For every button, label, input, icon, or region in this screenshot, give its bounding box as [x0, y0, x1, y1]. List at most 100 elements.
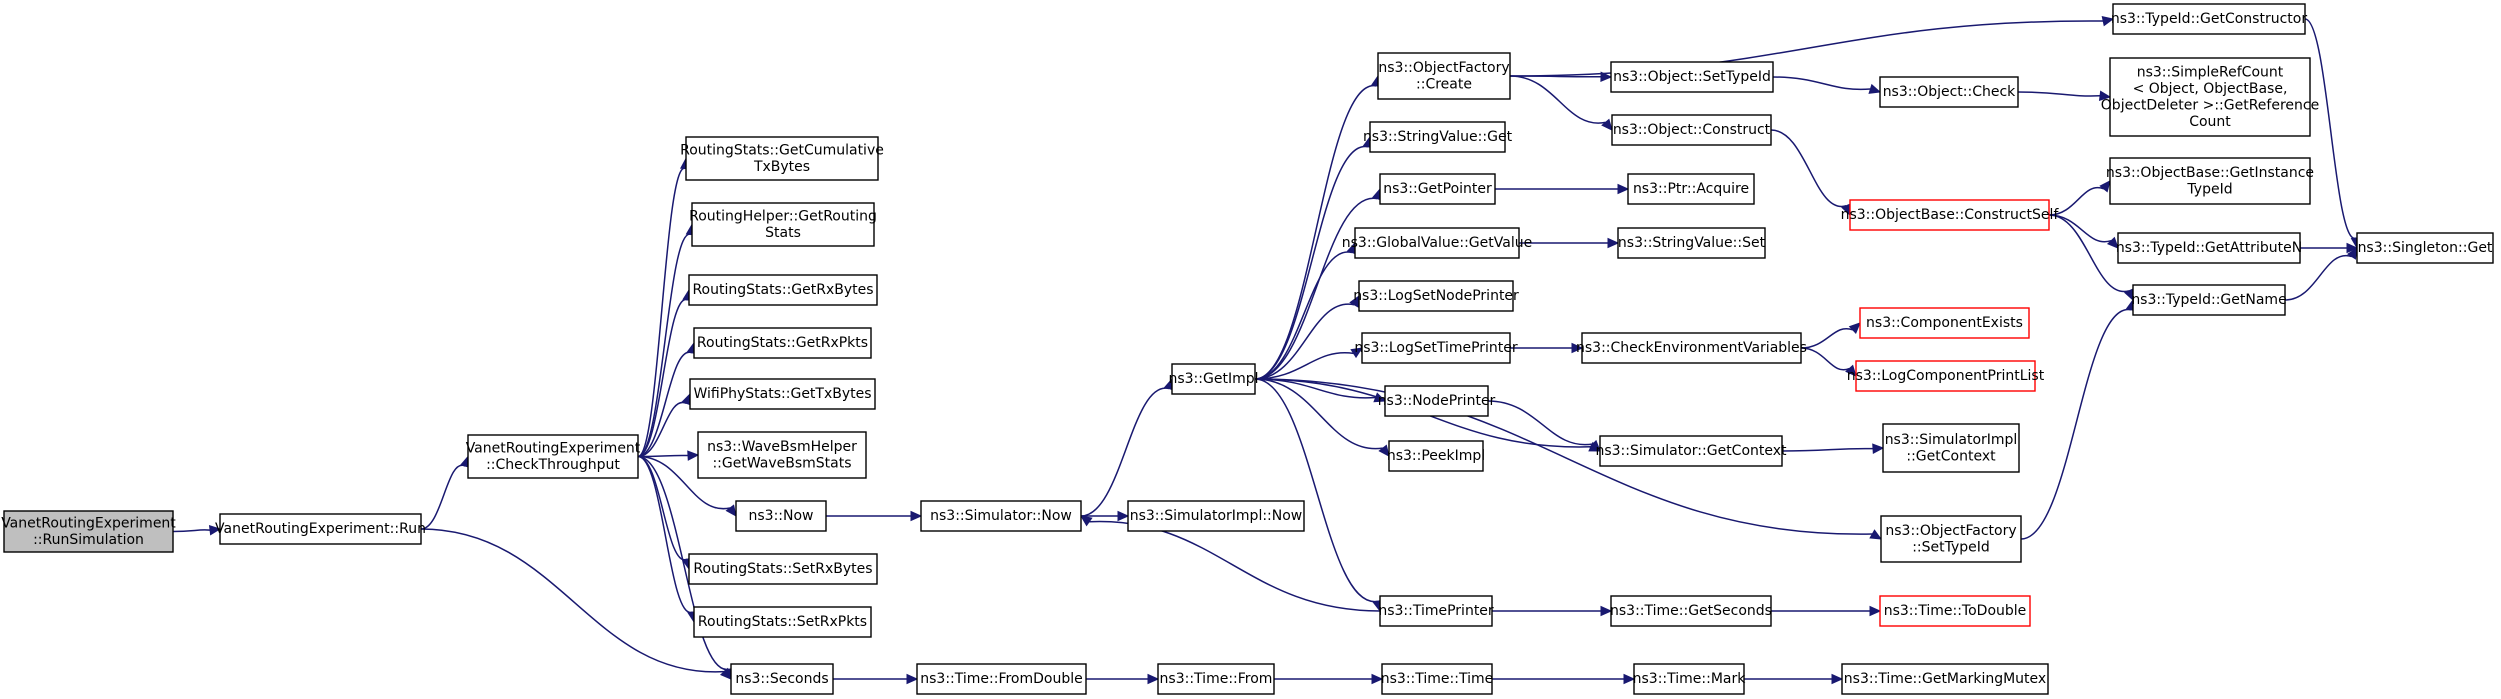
edge-getConstructor-to-singletonGet	[2304, 18, 2362, 250]
edge-checkEnv-to-logCompPrint	[1800, 347, 1857, 377]
node-log-set-time[interactable]: ns3::LogSetTimePrinter	[1354, 332, 1518, 364]
node-label-line: ns3::Simulator::Now	[930, 508, 1072, 524]
node-label-line: VanetRoutingExperiment	[466, 440, 641, 456]
node-box	[2356, 232, 2494, 264]
node-gv-get-value[interactable]: ns3::GlobalValue::GetValue	[1342, 227, 1532, 259]
arrowhead	[1600, 605, 1613, 617]
node-label-line: ns3::TypeId::GetConstructor	[2111, 11, 2307, 27]
node-get-impl[interactable]: ns3::GetImpl	[1168, 363, 1259, 395]
node-time-time[interactable]: ns3::Time::Time	[1381, 663, 1493, 695]
node-construct-self[interactable]: ns3::ObjectBase::ConstructSelf	[1841, 199, 2060, 231]
edge-checkEnv-to-compExists	[1800, 322, 1861, 349]
edge-line	[1254, 352, 1354, 380]
node-box	[1377, 52, 1511, 100]
node-from-double[interactable]: ns3::Time::FromDouble	[916, 663, 1087, 695]
edge-objCheck-to-srcGetRef	[2017, 90, 2112, 101]
edge-line	[2304, 18, 2357, 239]
node-label-line: ns3::GlobalValue::GetValue	[1342, 235, 1532, 251]
node-box	[916, 663, 1087, 695]
edge-getAttrN-to-singletonGet	[2300, 242, 2359, 254]
call-edges	[172, 15, 2362, 685]
node-get-attr-n[interactable]: ns3::TypeId::GetAttributeN	[2116, 232, 2302, 264]
node-str-val-get[interactable]: ns3::StringValue::Get	[1363, 121, 1513, 153]
node-time-get-seconds[interactable]: ns3::Time::GetSeconds	[1610, 595, 1772, 627]
node-run-sim[interactable]: VanetRoutingExperiment::RunSimulation	[1, 510, 176, 553]
node-mark-mutex[interactable]: ns3::Time::GetMarkingMutex	[1841, 663, 2049, 695]
node-singleton-get[interactable]: ns3::Singleton::Get	[2356, 232, 2494, 264]
edge-line	[2284, 254, 2352, 301]
node-now[interactable]: ns3::Now	[735, 500, 827, 532]
edge-line	[1254, 378, 1378, 603]
edge-line	[1770, 129, 1847, 208]
edge-logSetTime-to-checkEnv	[1510, 342, 1584, 354]
node-of-set-type-id[interactable]: ns3::ObjectFactory::SetTypeId	[1880, 515, 2022, 563]
node-peek-impl[interactable]: ns3::PeekImpl	[1387, 440, 1485, 472]
node-label-line: ::SetTypeId	[1912, 539, 1990, 555]
node-obj-construct[interactable]: ns3::Object::Construct	[1611, 114, 1772, 146]
node-seconds[interactable]: ns3::Seconds	[730, 663, 834, 695]
node-node-printer[interactable]: ns3::NodePrinter	[1378, 385, 1496, 417]
node-label-line: ns3::Singleton::Get	[2358, 240, 2493, 256]
node-get-pointer[interactable]: ns3::GetPointer	[1379, 173, 1496, 205]
node-box	[2109, 157, 2311, 205]
node-get-rx-bytes[interactable]: RoutingStats::GetRxBytes	[688, 274, 878, 306]
node-sim-impl-now[interactable]: ns3::SimulatorImpl::Now	[1127, 500, 1305, 532]
node-label-line: ns3::Time::ToDouble	[1884, 603, 2027, 619]
node-check-env[interactable]: ns3::CheckEnvironmentVariables	[1576, 332, 1807, 364]
node-label-line: ns3::ObjectBase::ConstructSelf	[1841, 207, 2060, 223]
node-to-double[interactable]: ns3::Time::ToDouble	[1879, 595, 2031, 627]
edge-line	[2020, 309, 2132, 540]
arrowhead	[910, 510, 923, 522]
edge-gvGetValue-to-strValSet	[1519, 237, 1620, 249]
node-check-tp[interactable]: VanetRoutingExperiment::CheckThroughput	[466, 434, 641, 479]
edge-timePrinter-to-timeGetSeconds	[1492, 605, 1613, 617]
node-get-wave-bsm[interactable]: ns3::WaveBsmHelper::GetWaveBsmStats	[697, 431, 867, 479]
edge-getImpl-to-logSetTime	[1254, 347, 1364, 380]
node-time-mark[interactable]: ns3::Time::Mark	[1633, 663, 1747, 695]
node-log-comp-print[interactable]: ns3::LogComponentPrintList	[1847, 360, 2045, 392]
edge-line	[1772, 76, 1871, 91]
node-time-printer[interactable]: ns3::TimePrinter	[1378, 595, 1494, 627]
node-run[interactable]: VanetRoutingExperiment::Run	[215, 513, 426, 545]
edge-line	[2048, 214, 2130, 293]
node-sim-get-context[interactable]: ns3::Simulator::GetContext	[1595, 435, 1787, 467]
node-box	[691, 202, 875, 247]
node-box	[1388, 440, 1484, 472]
node-sim-impl-get-ctx[interactable]: ns3::SimulatorImpl::GetContext	[1882, 423, 2020, 473]
node-label-line: Count	[2189, 114, 2231, 130]
node-src-get-ref[interactable]: ns3::SimpleRefCount< Object, ObjectBase,…	[2101, 57, 2319, 137]
node-get-tx-bytes[interactable]: WifiPhyStats::GetTxBytes	[689, 378, 876, 410]
edge-line	[1254, 146, 1369, 380]
node-log-set-node[interactable]: ns3::LogSetNodePrinter	[1353, 280, 1519, 312]
node-time-from[interactable]: ns3::Time::From	[1157, 663, 1275, 695]
node-obj-set-type-id[interactable]: ns3::Object::SetTypeId	[1610, 61, 1774, 93]
arrowhead	[2346, 246, 2358, 260]
node-ptr-acquire[interactable]: ns3::Ptr::Acquire	[1627, 173, 1755, 205]
node-label-line: RoutingStats::GetRxPkts	[697, 335, 868, 351]
arrowhead	[2346, 242, 2359, 254]
node-label-line: VanetRoutingExperiment::Run	[215, 521, 426, 537]
node-get-rx-pkts[interactable]: RoutingStats::GetRxPkts	[693, 327, 872, 359]
node-comp-exists[interactable]: ns3::ComponentExists	[1859, 307, 2030, 339]
node-box	[1358, 280, 1514, 312]
edge-fromDouble-to-timeFrom	[1086, 673, 1160, 685]
node-label-line: ns3::Object::Check	[1883, 84, 2016, 100]
node-label-line: ns3::ObjectFactory	[1885, 523, 2016, 539]
node-of-create[interactable]: ns3::ObjectFactory::Create	[1377, 52, 1511, 100]
node-type-id-get-name[interactable]: ns3::TypeId::GetName	[2131, 284, 2287, 316]
arrowhead	[1845, 364, 1857, 377]
node-set-rx-bytes[interactable]: RoutingStats::SetRxBytes	[688, 553, 878, 585]
node-label-line: ns3::SimulatorImpl::Now	[1130, 508, 1303, 524]
node-box	[2112, 3, 2306, 35]
node-obj-check[interactable]: ns3::Object::Check	[1879, 76, 2019, 108]
edge-line	[637, 455, 693, 613]
node-str-val-set[interactable]: ns3::StringValue::Set	[1617, 227, 1766, 259]
node-get-constructor[interactable]: ns3::TypeId::GetConstructor	[2111, 3, 2307, 35]
node-set-rx-pkts[interactable]: RoutingStats::SetRxPkts	[693, 606, 872, 638]
edge-line	[1800, 347, 1850, 371]
node-sim-now[interactable]: ns3::Simulator::Now	[920, 500, 1082, 532]
